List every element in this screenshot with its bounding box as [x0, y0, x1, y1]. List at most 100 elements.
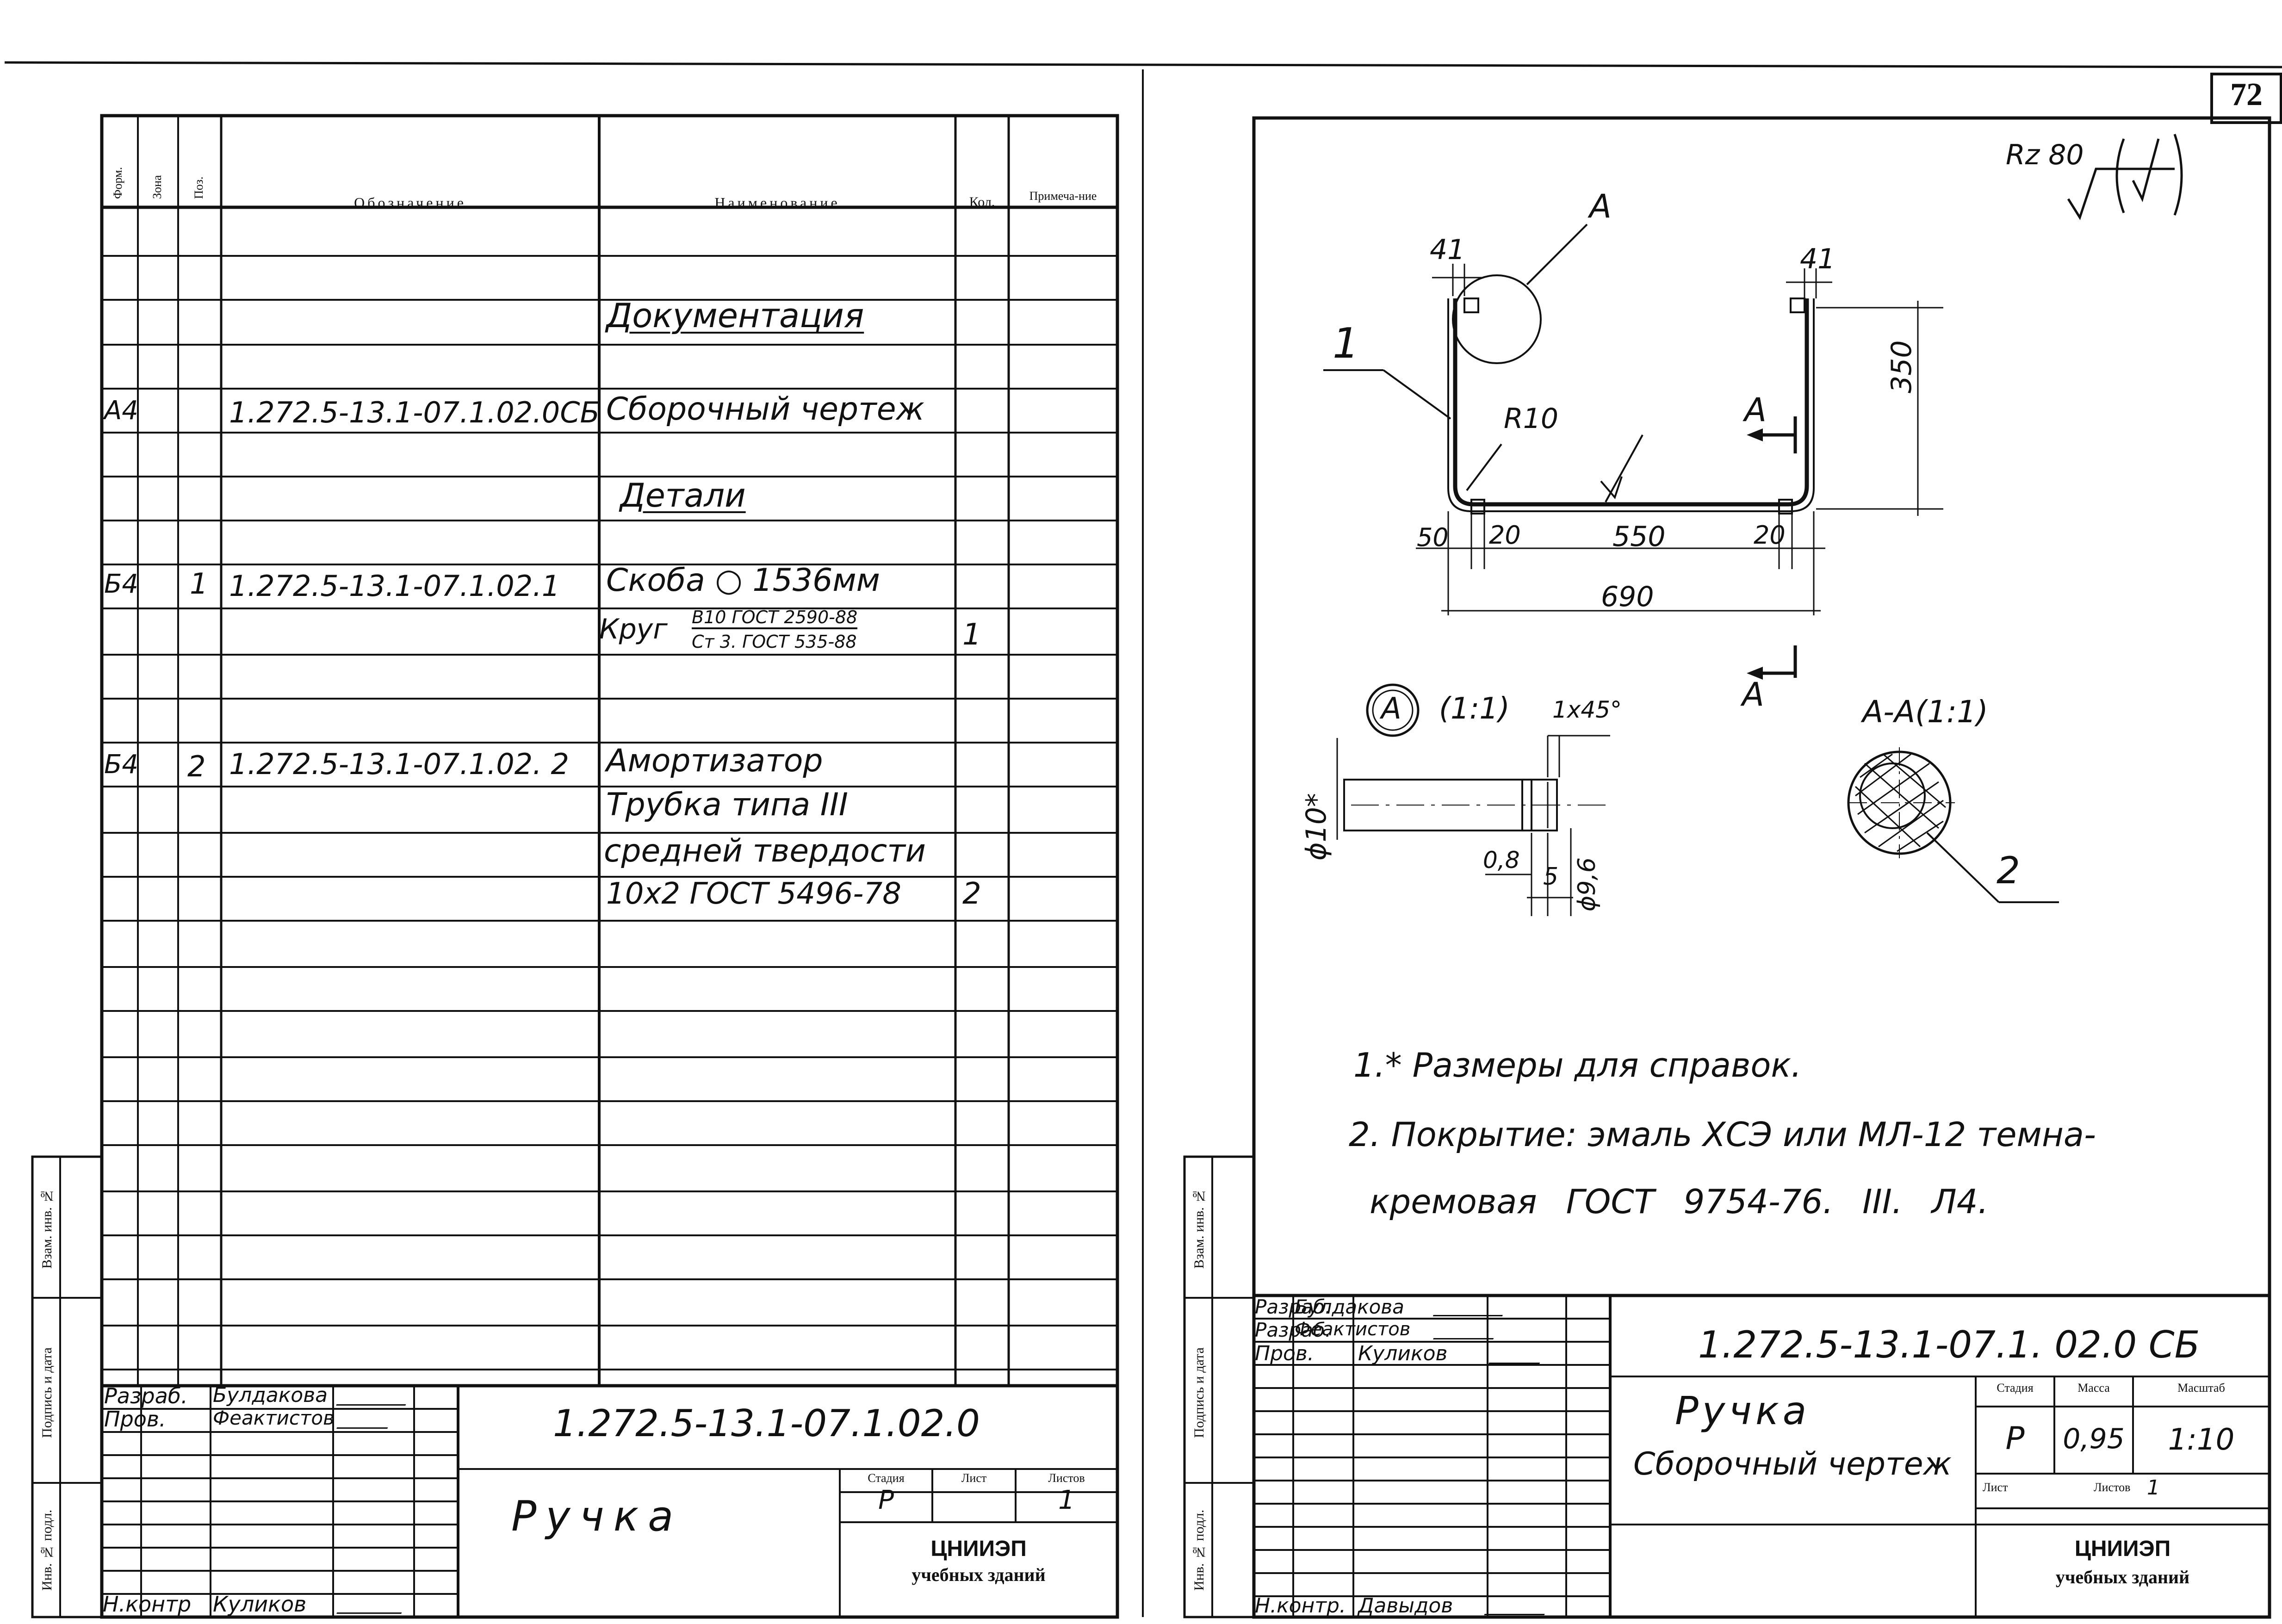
- tb2-listov-label: Листов: [2094, 1481, 2131, 1494]
- signature2-razrab: [1432, 1295, 1510, 1316]
- dim-690: 690: [1601, 581, 1654, 613]
- tb2-title1: Ручка: [1675, 1388, 1811, 1433]
- tb2-prov-label: Пров.: [1255, 1342, 1314, 1365]
- note-2-cont: кремовая ГОСТ 9754-76. III. Л4.: [1370, 1182, 1989, 1221]
- tb-prov-name: Феактистов: [213, 1407, 335, 1429]
- tb2-razrab2-label: Разраб.: [1255, 1319, 1332, 1341]
- spec-row-qty-4: 1: [962, 618, 981, 652]
- side-label-inv: Инв. № подл.: [39, 1509, 55, 1591]
- tb2-razrab-name: Булдакова: [1295, 1295, 1404, 1318]
- tb-nkontr-name: Куликов: [213, 1592, 307, 1617]
- tb2-nkontr-label: Н.контр.: [1255, 1594, 1346, 1618]
- col-header-format: Форм.: [111, 167, 124, 199]
- signature2-prov: [1488, 1344, 1547, 1364]
- tb2-stadia: Р: [2005, 1420, 2025, 1457]
- tb2-massa-label: Масса: [2077, 1381, 2110, 1395]
- spec-row-qty-8: 2: [962, 877, 981, 911]
- signature-nkontr: [336, 1594, 409, 1614]
- tb-listov: 1: [1058, 1485, 1075, 1515]
- tb-stadia: Р: [878, 1485, 894, 1515]
- dim-41-right: 41: [1800, 243, 1836, 275]
- col-header-designation: Обозначение: [354, 194, 466, 211]
- side-label-podpis-right: Подпись и дата: [1191, 1347, 1207, 1438]
- tb-org1: ЦНИИЭП: [930, 1537, 1027, 1561]
- note-1: 1.* Размеры для справок.: [1353, 1046, 1802, 1085]
- detail-a-scale: (1:1): [1439, 692, 1510, 726]
- spec-row-designation-5: 1.272.5-13.1-07.1.02. 2: [229, 747, 569, 781]
- tb2-org1: ЦНИИЭП: [2074, 1537, 2171, 1561]
- tb-org2: учебных зданий: [912, 1564, 1046, 1585]
- dim-chamfer: 1x45°: [1552, 696, 1622, 723]
- dim-550: 550: [1612, 521, 1666, 553]
- section-marker-a-top: А: [1744, 391, 1767, 429]
- tb2-masshtab: 1:10: [2168, 1423, 2235, 1457]
- tb2-stadia-label: Стадия: [1997, 1381, 2034, 1395]
- side-label-vzam: Взам. инв. №: [39, 1188, 55, 1269]
- side-label-vzam-right: Взам. инв. №: [1191, 1188, 1207, 1269]
- dim-r10: R10: [1504, 403, 1559, 435]
- tb-listov-label: Листов: [1048, 1471, 1085, 1485]
- position-2-label: 2: [1997, 849, 2020, 892]
- page-number: 72: [2230, 77, 2263, 112]
- callout-a: А: [1589, 187, 1612, 225]
- spec-row-format-1: А4: [104, 396, 138, 426]
- tb2-listov: 1: [2147, 1476, 2160, 1500]
- spec-row-name-7: средней твердости: [604, 833, 926, 869]
- tb2-masshtab-label: Масштаб: [2177, 1381, 2225, 1395]
- tb-list-label: Лист: [961, 1471, 987, 1485]
- col-header-note: Примеча-ние: [1029, 189, 1097, 203]
- tb2-title2: Сборочный чертеж: [1633, 1446, 1952, 1482]
- signature-razrab: [336, 1383, 414, 1406]
- spec-row-name-4: Круг: [599, 613, 668, 645]
- dim-41-left: 41: [1430, 234, 1465, 266]
- signature-prov: [336, 1409, 395, 1429]
- section-marker-a-bottom: А: [1742, 676, 1764, 713]
- side-label-inv-right: Инв. № подл.: [1191, 1509, 1207, 1591]
- tb-razrab-name: Булдакова: [213, 1383, 328, 1407]
- position-1-label: 1: [1333, 319, 1359, 368]
- tb-title: Ручка: [511, 1492, 683, 1541]
- spec-row-pos-5: 2: [187, 750, 206, 783]
- spec-row-format-5: Б4: [104, 750, 139, 780]
- dim-350: 350: [1885, 340, 1918, 393]
- spec-row-format-3: Б4: [104, 569, 139, 599]
- col-header-name: Наименование: [714, 194, 840, 211]
- signature2-razrab2: [1433, 1320, 1501, 1339]
- dim-phi96: ϕ9,6: [1573, 857, 1601, 911]
- spec-row-name-8: 10x2 ГОСТ 5496-78: [606, 877, 901, 911]
- spec-row-frac-top-4: В10 ГОСТ 2590-88: [692, 607, 858, 629]
- tb-nkontr-label: Н.контр: [103, 1592, 192, 1617]
- col-header-zone: Зона: [150, 175, 164, 199]
- dim-20-right: 20: [1754, 521, 1786, 550]
- tb2-nkontr-name: Давыдов: [1358, 1594, 1453, 1618]
- dim-phi10: ϕ10*: [1300, 793, 1333, 861]
- col-header-pos: Поз.: [192, 176, 205, 199]
- spec-row-name-2: Детали: [620, 477, 746, 514]
- side-label-podpis: Подпись и дата: [39, 1347, 55, 1438]
- tb-prov-label: Пров.: [104, 1407, 166, 1432]
- section-label-aa: А-А(1:1): [1862, 694, 1988, 730]
- tb-stadia-label: Стадия: [868, 1471, 905, 1485]
- dim-50: 50: [1417, 523, 1449, 552]
- col-header-qty: Кол.: [969, 194, 995, 210]
- tb2-list-label: Лист: [1983, 1481, 2008, 1494]
- signature2-nkontr: [1484, 1596, 1551, 1615]
- spec-row-name-0: Документация: [606, 296, 864, 335]
- spec-row-designation-3: 1.272.5-13.1-07.1.02.1: [229, 569, 560, 603]
- tb-razrab-label: Разраб.: [104, 1383, 188, 1408]
- dim-5: 5: [1543, 863, 1559, 891]
- spec-row-name-3: Скоба ○ 1536мм: [606, 562, 880, 599]
- tb-doc-number: 1.272.5-13.1-07.1.02.0: [553, 1402, 980, 1445]
- dim-0-8: 0,8: [1483, 847, 1520, 874]
- spec-row-designation-1: 1.272.5-13.1-07.1.02.0СБ: [229, 396, 600, 429]
- roughness-label: Rz 80: [2006, 139, 2084, 171]
- spec-row-pos-3: 1: [190, 567, 208, 601]
- note-2: 2. Покрытие: эмаль ХСЭ или МЛ-12 темна-: [1349, 1115, 2096, 1154]
- dim-20-left: 20: [1489, 521, 1521, 550]
- detail-a-letter: А: [1381, 692, 1401, 726]
- tb2-org2: учебных зданий: [2055, 1567, 2190, 1587]
- tb2-razrab2-name: Феактистов: [1295, 1319, 1411, 1340]
- tb2-razrab-label: Разраб.: [1255, 1295, 1332, 1318]
- tb2-doc-number: 1.272.5-13.1-07.1. 02.0 СБ: [1698, 1323, 2200, 1366]
